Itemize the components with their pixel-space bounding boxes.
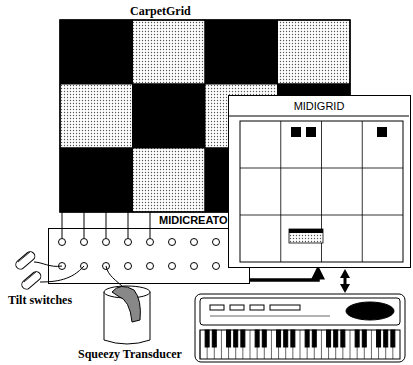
socket-circles [59,239,220,270]
squeezy-transducer-label: Squeezy Transducer [78,347,182,362]
double-arrow [340,269,350,293]
midigrid-cells [229,96,409,266]
tilt-switches-label: Tilt switches [8,293,72,308]
midicreator-box: MIDICREATOR [48,228,250,284]
keyboard-synth [195,294,405,362]
squeezy-transducer [104,266,150,344]
node-title: CarpetGrid [130,4,191,19]
midigrid-window: MIDIGRID [228,95,411,268]
node-title: MIDICREATOR [159,214,236,226]
tilt-switches [14,250,84,291]
wire-bundle [62,212,150,238]
data-arrow [250,269,318,280]
node-title: MIDIGRID [294,100,345,112]
